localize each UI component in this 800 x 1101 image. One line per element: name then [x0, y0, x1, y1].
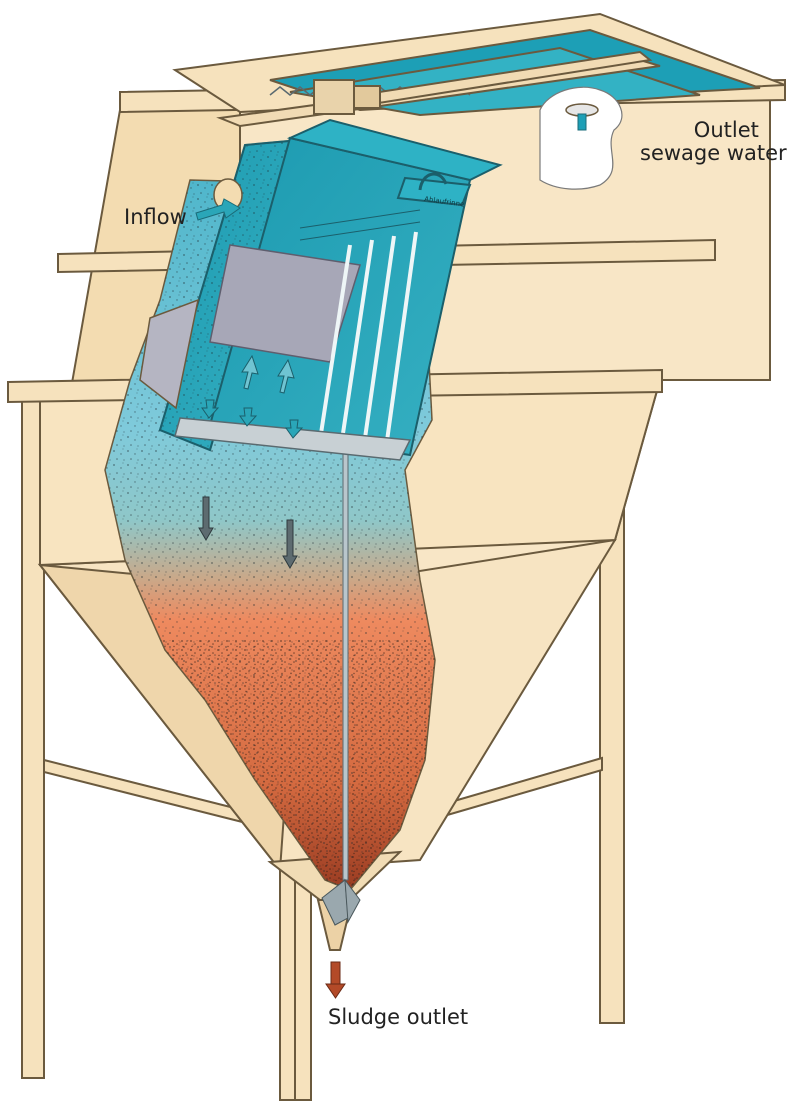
leg-center — [294, 859, 312, 1101]
outlet-gutter — [396, 176, 472, 207]
sludge-outlet-label: Sludge outlet — [328, 1005, 469, 1029]
sludge-outlet-arrow — [325, 961, 346, 999]
scraper-blades — [321, 878, 361, 926]
lamella-module — [158, 118, 503, 461]
inflow-label: Inflow — [124, 205, 187, 229]
outlet-cutaway — [539, 86, 623, 190]
inflow-arrow — [195, 198, 241, 221]
outlet-label: Outlet sewage water — [640, 118, 787, 165]
flow-arrows — [195, 198, 361, 999]
scraper-shaft — [342, 429, 349, 881]
tank-inner-wall — [139, 298, 200, 410]
outlet-label-line2: sewage water — [640, 141, 787, 165]
drive-motor — [313, 79, 355, 115]
outlet-label-line1: Outlet — [693, 118, 759, 142]
